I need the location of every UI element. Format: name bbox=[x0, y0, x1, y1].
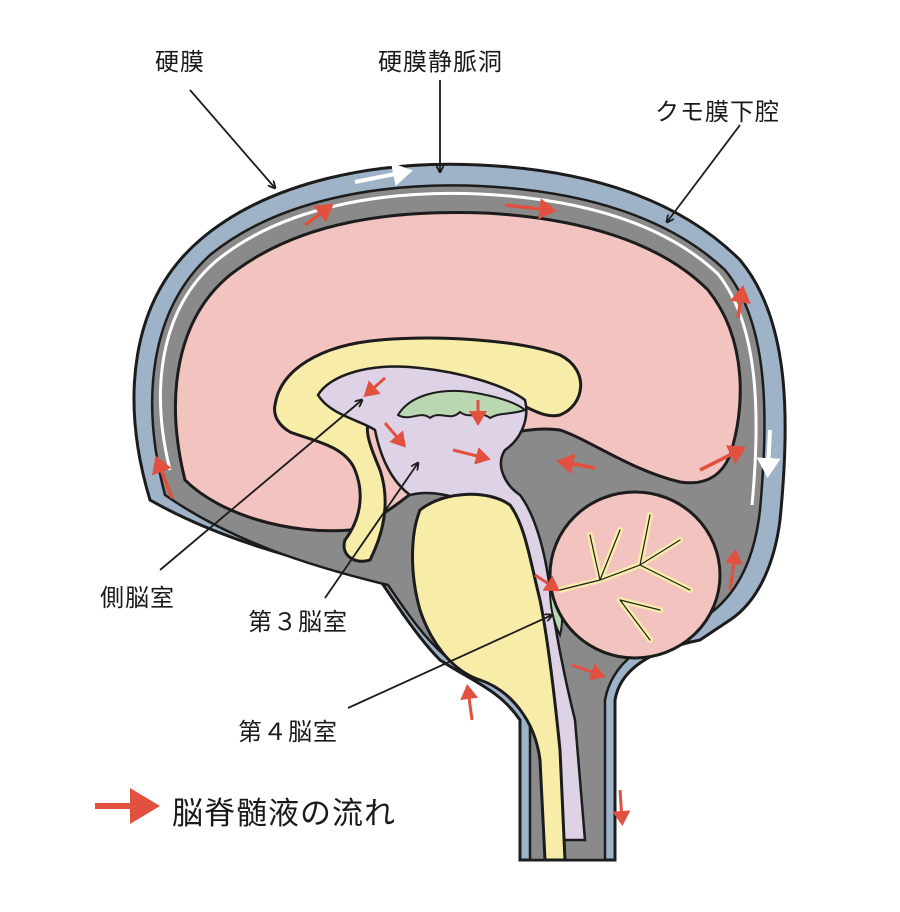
sinus-flow-arrows bbox=[354, 162, 781, 478]
cerebellum bbox=[548, 490, 722, 660]
brainstem bbox=[411, 492, 567, 862]
label-leader-lines bbox=[159, 80, 741, 709]
label-fourth-ventricle: 第４脳室 bbox=[238, 718, 338, 746]
label-lateral-ventricle: 側脳室 bbox=[100, 584, 175, 612]
legend-label: 脳脊髄液の流れ bbox=[172, 796, 396, 832]
choroid-plexus bbox=[396, 389, 528, 420]
label-third-ventricle: 第３脳室 bbox=[248, 608, 348, 636]
label-subarachnoid-space: クモ膜下腔 bbox=[655, 98, 780, 126]
label-dural-sinus: 硬膜静脈洞 bbox=[378, 48, 503, 76]
label-dura: 硬膜 bbox=[155, 48, 205, 76]
csf-flow-arrows bbox=[152, 198, 751, 826]
